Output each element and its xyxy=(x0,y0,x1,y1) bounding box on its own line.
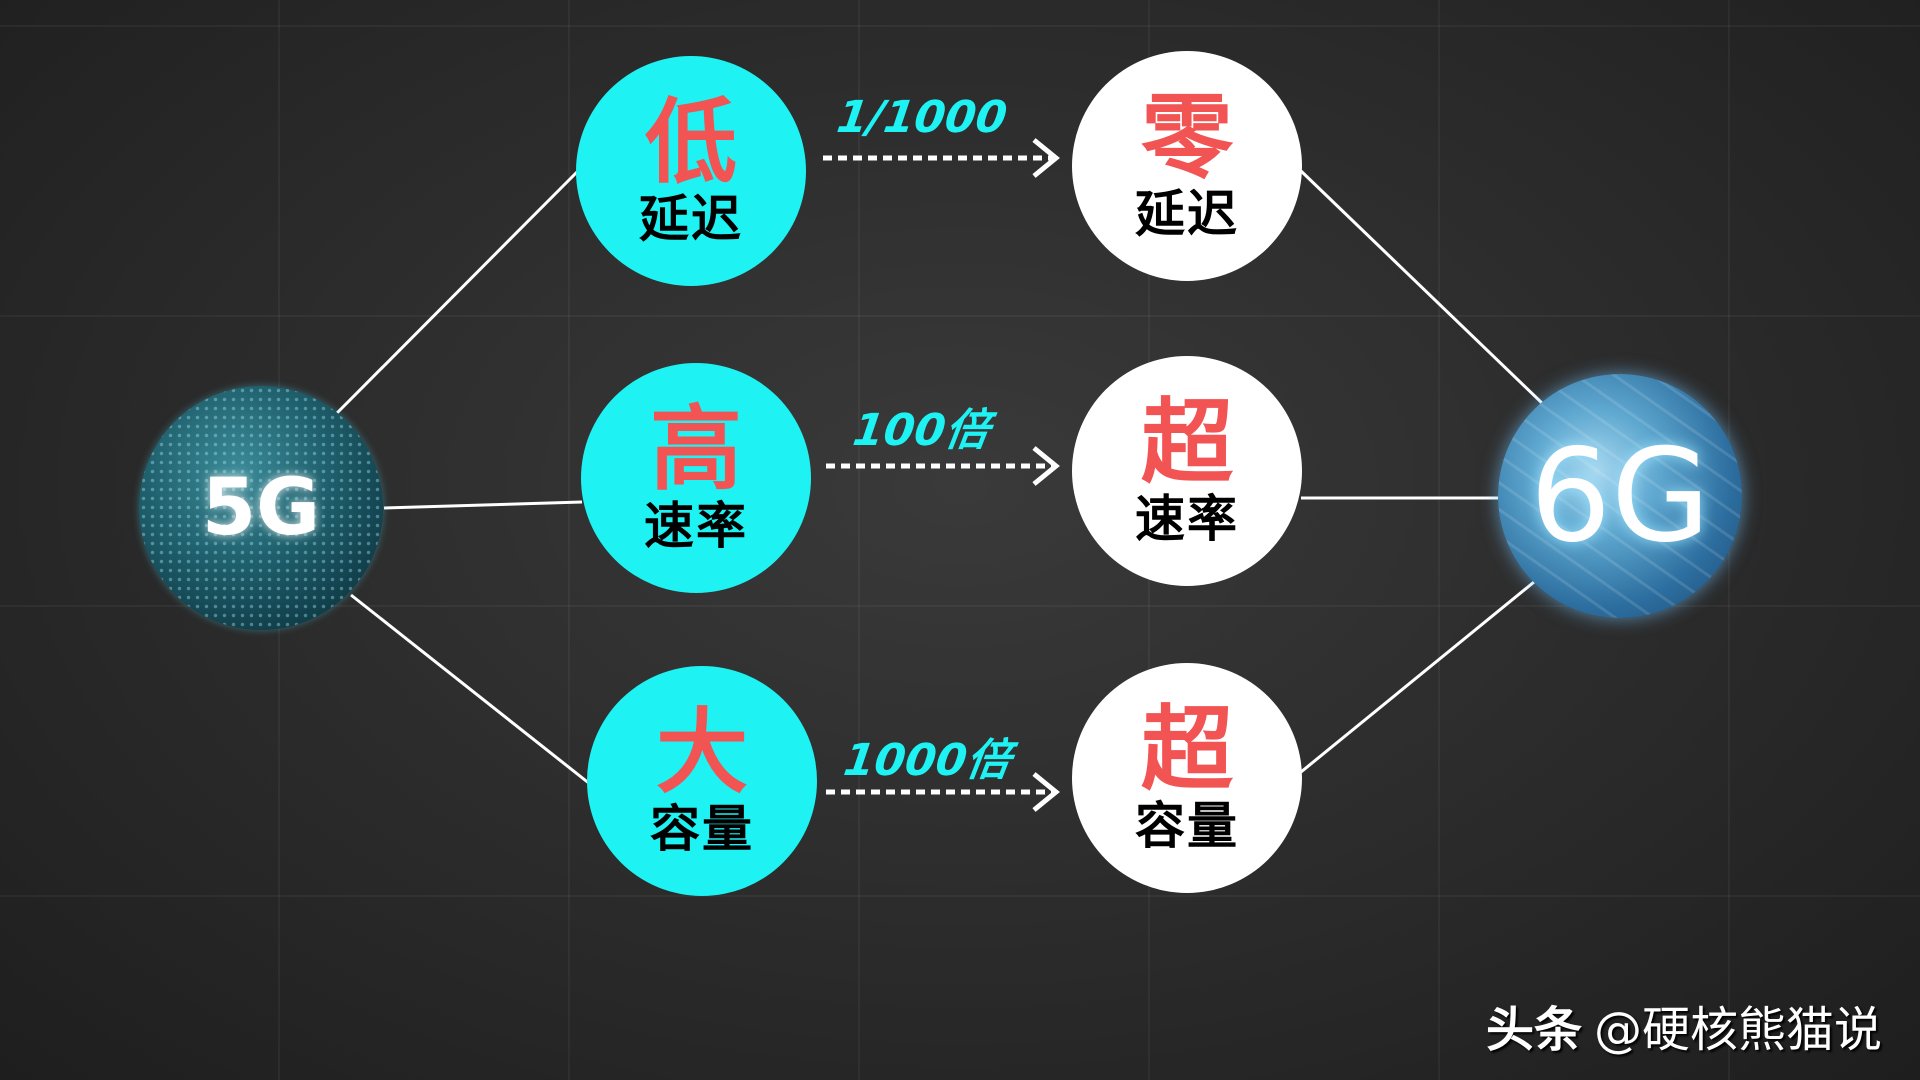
node-6g-capacity: 超 容量 xyxy=(1072,663,1302,893)
arrow-row-2 xyxy=(826,446,1060,486)
arrow-row-1 xyxy=(823,138,1060,178)
node-5g-capacity: 大 容量 xyxy=(587,666,817,896)
node-big-char: 低 xyxy=(644,89,737,196)
node-5g-speed: 高 速率 xyxy=(581,363,811,593)
multiplier-latency: 1/1000 xyxy=(833,92,1011,143)
node-5g-latency: 低 延迟 xyxy=(576,56,806,286)
globe-6g-label: 6G xyxy=(1529,421,1711,571)
connector-capacity-6g xyxy=(1300,580,1535,774)
node-big-char: 超 xyxy=(1140,389,1233,496)
watermark-handle: @硬核熊猫说 xyxy=(1593,1002,1882,1058)
connector-5g-speed xyxy=(383,500,583,510)
connector-5g-capacity xyxy=(350,593,591,786)
globe-5g-label: 5G xyxy=(201,463,321,553)
connector-latency-6g xyxy=(1299,169,1545,406)
node-big-char: 高 xyxy=(649,396,742,503)
node-small-text: 速率 xyxy=(644,497,748,555)
node-6g-latency: 零 延迟 xyxy=(1072,51,1302,281)
node-big-char: 超 xyxy=(1140,696,1233,803)
globe-6g: 6G xyxy=(1498,374,1742,618)
arrow-row-3 xyxy=(826,772,1060,812)
globe-5g: 5G xyxy=(139,386,383,630)
node-small-text: 延迟 xyxy=(639,190,743,248)
node-big-char: 零 xyxy=(1140,84,1233,191)
multiplier-speed: 100倍 xyxy=(849,405,993,456)
watermark: 头条@硬核熊猫说 xyxy=(1486,990,1882,1060)
multiplier-capacity: 1000倍 xyxy=(840,735,1015,786)
connector-5g-latency xyxy=(334,169,580,416)
watermark-platform: 头条 xyxy=(1485,1002,1582,1058)
node-small-text: 速率 xyxy=(1135,490,1239,548)
node-small-text: 延迟 xyxy=(1135,185,1239,243)
node-big-char: 大 xyxy=(655,699,748,806)
node-small-text: 容量 xyxy=(1135,797,1239,855)
node-6g-speed: 超 速率 xyxy=(1072,356,1302,586)
node-small-text: 容量 xyxy=(650,800,754,858)
